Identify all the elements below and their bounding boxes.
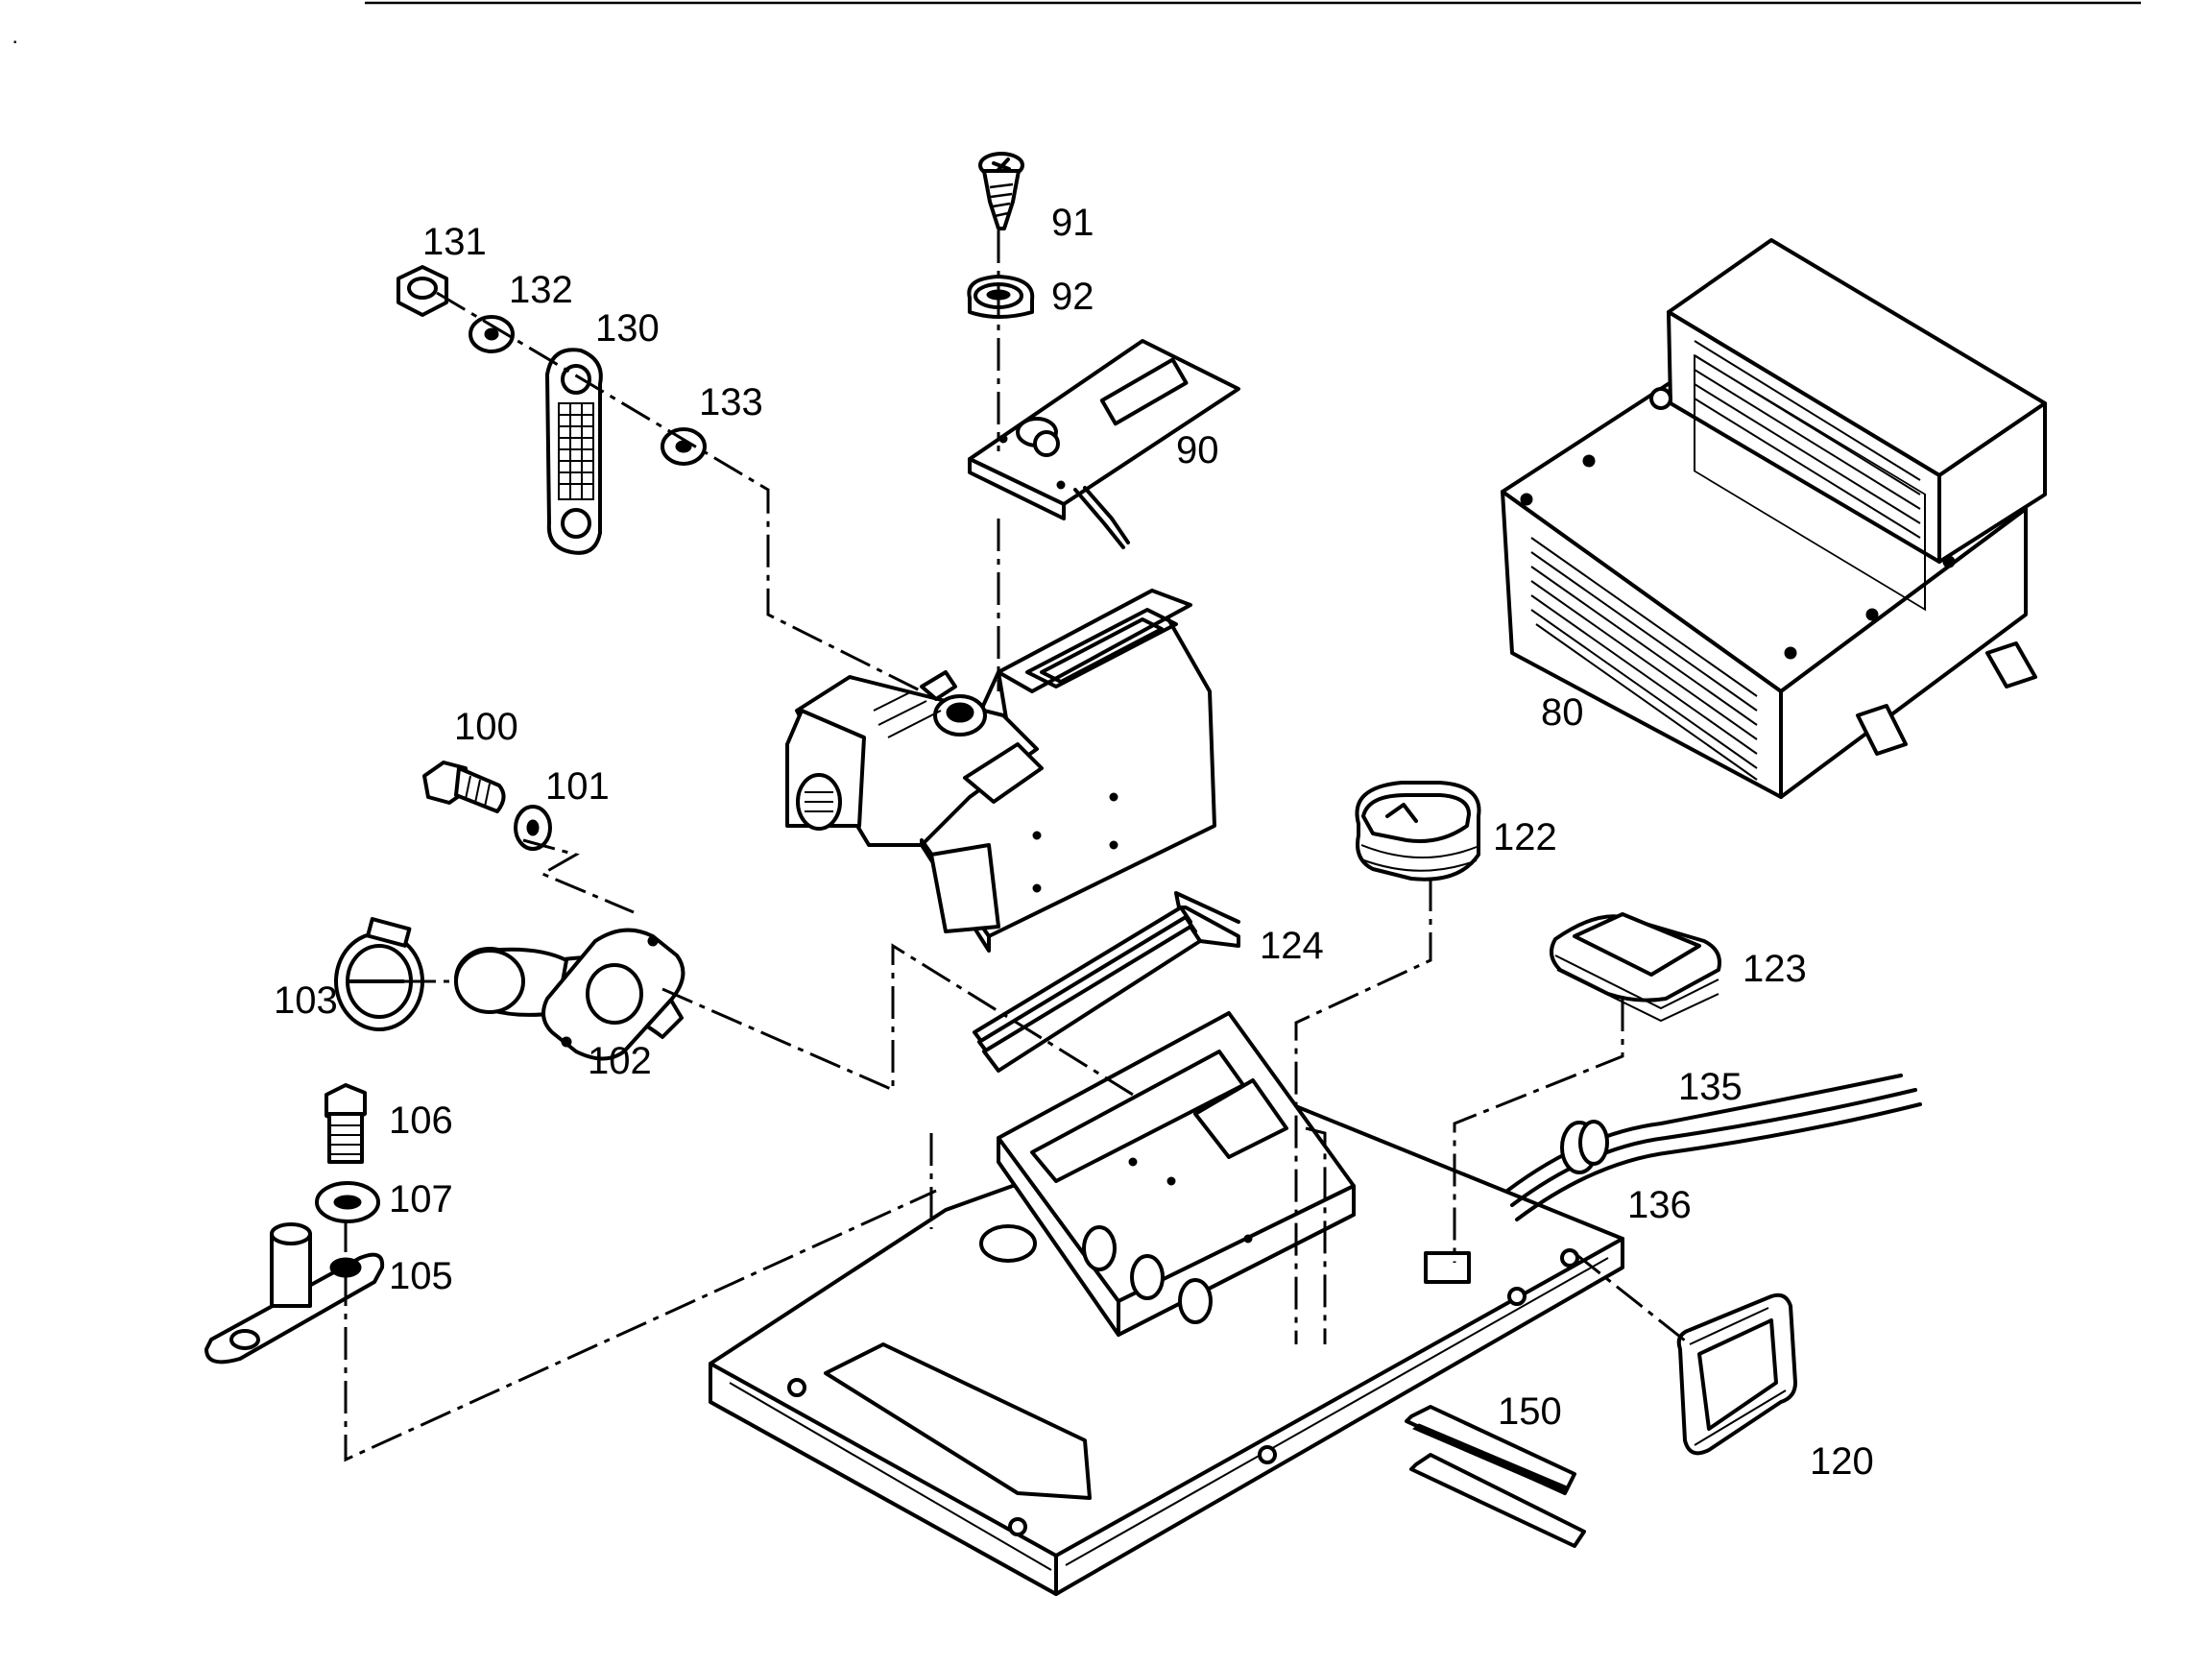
part-136-cable-grommet xyxy=(1560,1120,1609,1174)
part-131-nut xyxy=(397,265,448,317)
label-92: 92 xyxy=(1051,276,1094,318)
part-135-cables xyxy=(1505,1074,1922,1221)
label-103: 103 xyxy=(274,979,338,1022)
part-90-switch-panel xyxy=(968,339,1240,549)
part-132-washer xyxy=(469,315,515,353)
label-106: 106 xyxy=(389,1099,453,1142)
label-150: 150 xyxy=(1498,1390,1562,1433)
part-133-washer xyxy=(661,427,707,466)
label-107: 107 xyxy=(389,1178,453,1220)
part-120-gasket xyxy=(1676,1293,1797,1456)
label-102: 102 xyxy=(588,1040,652,1082)
part-107-washer xyxy=(315,1181,380,1223)
part-130-fuse-holder xyxy=(545,348,603,555)
part-101-washer xyxy=(514,805,552,851)
part-100-bolt xyxy=(422,761,506,813)
label-136: 136 xyxy=(1627,1184,1692,1226)
label-105: 105 xyxy=(389,1255,453,1297)
label-131: 131 xyxy=(422,221,487,263)
part-105-bracket xyxy=(204,1222,385,1365)
label-130: 130 xyxy=(595,307,660,350)
label-80: 80 xyxy=(1541,691,1584,734)
part-106-bolt xyxy=(325,1083,367,1164)
part-122-grommet xyxy=(1355,781,1481,882)
label-132: 132 xyxy=(509,269,573,311)
base-plate xyxy=(709,1093,1624,1596)
label-100: 100 xyxy=(454,706,518,748)
corner-mark: ․ xyxy=(12,24,18,48)
control-housing xyxy=(785,589,1216,953)
label-120: 120 xyxy=(1810,1440,1874,1483)
part-92-grommet xyxy=(967,275,1035,319)
label-90: 90 xyxy=(1176,429,1219,471)
part-103-hose-clamp xyxy=(334,917,424,1031)
label-101: 101 xyxy=(545,765,610,808)
part-labels: 80 90 91 92 100 101 102 103 105 106 107 … xyxy=(274,202,1874,1483)
part-80-unit xyxy=(1501,238,2047,799)
label-133: 133 xyxy=(699,381,763,423)
label-122: 122 xyxy=(1493,816,1557,858)
label-123: 123 xyxy=(1743,948,1807,990)
label-91: 91 xyxy=(1051,202,1094,244)
label-124: 124 xyxy=(1260,925,1324,967)
part-123-gasket xyxy=(1550,912,1721,1023)
part-91-screw xyxy=(978,152,1024,230)
label-135: 135 xyxy=(1678,1066,1743,1108)
leader-lines xyxy=(344,230,1691,1462)
part-150-strips xyxy=(1405,1405,1586,1548)
part-102-elbow-flange xyxy=(454,928,685,1061)
